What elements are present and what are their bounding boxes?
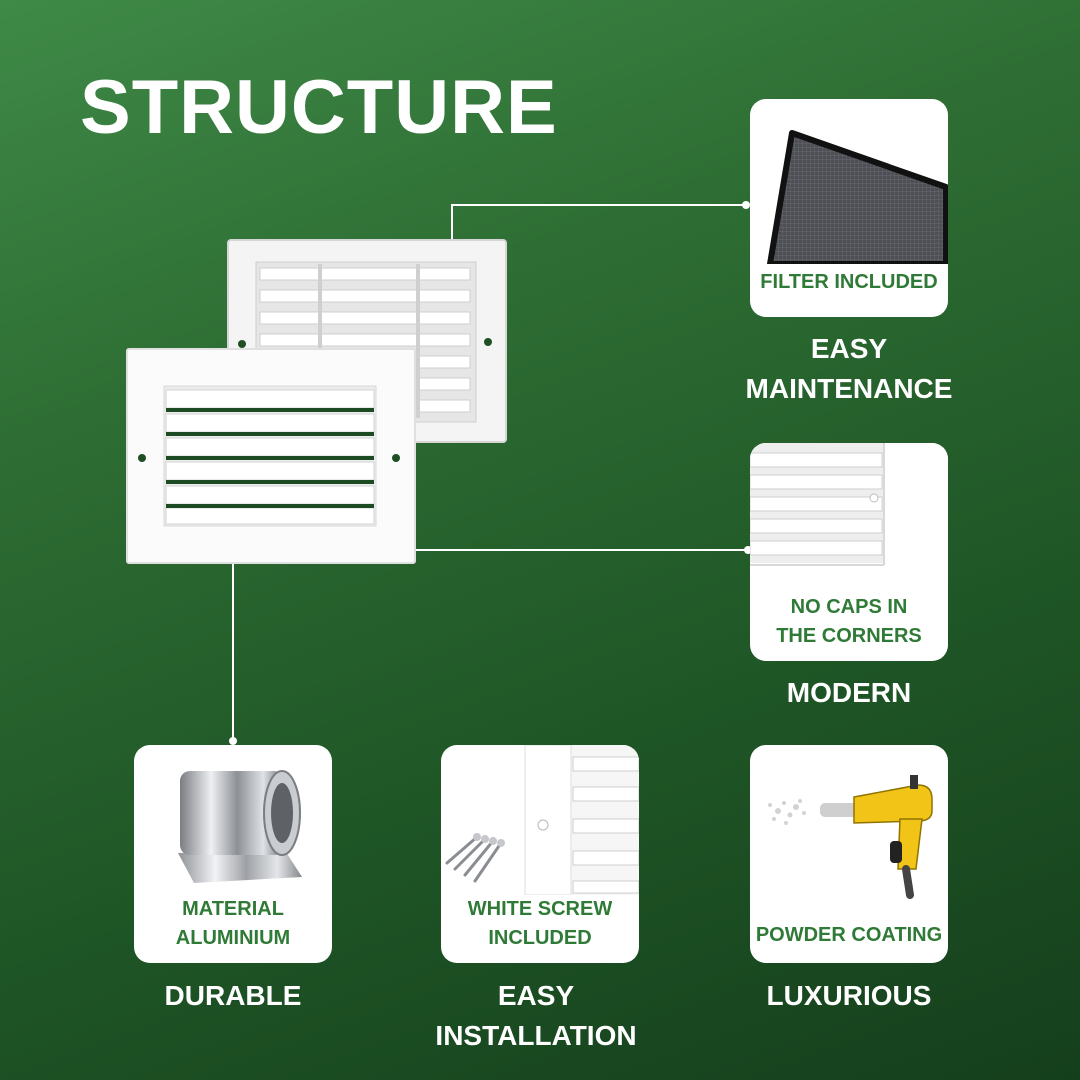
material-caption: DURABLE — [164, 980, 302, 1011]
coating-card: POWDER COATING — [750, 745, 948, 963]
filter-caption-line2: MAINTENANCE — [745, 373, 953, 404]
corners-label: NO CAPS IN THE CORNERS — [750, 593, 948, 651]
vent-grille-front-image — [126, 348, 416, 564]
filter-caption-line1: EASY — [810, 333, 888, 364]
coating-label: POWDER COATING — [755, 924, 943, 946]
filter-caption: EASY MAINTENANCE — [719, 329, 979, 409]
coating-caption: LUXURIOUS — [766, 980, 932, 1011]
filter-card: FILTER INCLUDED — [750, 99, 948, 317]
material-label: MATERIAL ALUMINIUM — [134, 895, 332, 953]
material-label-line2: ALUMINIUM — [175, 927, 291, 949]
filter-label: FILTER INCLUDED — [760, 271, 938, 293]
aluminium-roll-icon — [178, 770, 302, 883]
page-title: STRUCTURE — [80, 65, 558, 150]
corners-label-line2: THE CORNERS — [776, 625, 922, 647]
screw-label: WHITE SCREW INCLUDED — [441, 895, 639, 953]
corners-label-line1: NO CAPS IN — [790, 596, 908, 618]
corners-card: NO CAPS IN THE CORNERS — [750, 443, 948, 661]
screw-label-line2: INCLUDED — [488, 927, 592, 949]
screw-caption-line2: INSTALLATION — [435, 1020, 637, 1051]
screw-label-line1: WHITE SCREW — [467, 898, 613, 920]
screw-card: WHITE SCREW INCLUDED — [441, 745, 639, 963]
grille-corner-icon — [750, 443, 948, 593]
material-card: MATERIAL ALUMINIUM — [134, 745, 332, 963]
material-label-line1: MATERIAL — [182, 898, 284, 920]
screws-icon — [445, 745, 639, 895]
corners-caption: MODERN — [786, 677, 912, 708]
screw-caption-line1: EASY — [497, 980, 575, 1011]
spray-gun-icon — [768, 775, 933, 899]
filter-mesh-icon — [767, 130, 948, 264]
screw-caption: EASY INSTALLATION — [406, 976, 666, 1056]
